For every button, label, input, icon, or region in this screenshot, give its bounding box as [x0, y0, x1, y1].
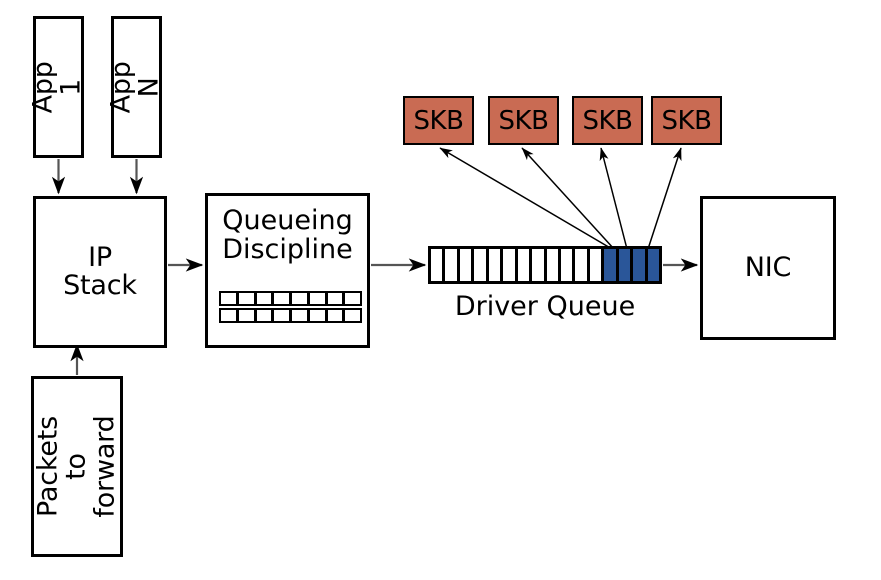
- driver-queue-cell-empty: [517, 249, 533, 281]
- queueing-discipline-cell: [219, 291, 238, 306]
- driver-queue-cell-filled: [633, 249, 648, 281]
- node-app-n[interactable]: App N: [106, 16, 166, 158]
- queueing-discipline-row: [219, 308, 362, 323]
- node-queueing-discipline-label: Queueing Discipline: [222, 205, 353, 266]
- driver-queue-cell-empty: [589, 249, 605, 281]
- driver-queue-cell-empty: [459, 249, 475, 281]
- driver-queue-cell-filled: [604, 249, 619, 281]
- skb-label: SKB: [413, 105, 464, 136]
- driver-queue-cell-empty: [532, 249, 547, 281]
- driver-queue-caption: Driver Queue: [454, 291, 636, 322]
- node-packets-to-forward-label: Packets to forward: [32, 415, 121, 518]
- node-app-1[interactable]: App 1: [28, 16, 88, 158]
- queueing-discipline-row: [219, 291, 362, 306]
- node-ip-stack-label: IP Stack: [63, 241, 137, 301]
- queueing-discipline-cell: [254, 291, 274, 306]
- skb-label: SKB: [582, 105, 633, 136]
- queueing-discipline-cell: [325, 308, 345, 323]
- arrow-queuecell-to-skb-1: [521, 147, 615, 250]
- queueing-discipline-cell: [307, 291, 327, 306]
- skb-label: SKB: [661, 105, 712, 136]
- arrow-queuecell-to-skb-2: [599, 147, 628, 250]
- queueing-discipline-cell: [219, 308, 238, 323]
- driver-queue-cell-empty: [546, 249, 561, 281]
- queueing-discipline-cell: [236, 291, 256, 306]
- skb-label: SKB: [498, 105, 549, 136]
- driver-queue-cell-empty: [474, 249, 489, 281]
- queueing-discipline-cell: [290, 308, 309, 323]
- node-app-1-label: App 1: [28, 60, 88, 114]
- queueing-discipline-cell: [290, 291, 309, 306]
- driver-queue-cell-empty: [431, 249, 446, 281]
- node-nic[interactable]: NIC: [700, 196, 836, 340]
- driver-queue-cell-empty: [503, 249, 518, 281]
- arrow-queuecell-to-skb-3: [647, 147, 682, 250]
- node-nic-label: NIC: [744, 251, 792, 283]
- skb-box[interactable]: SKB: [651, 96, 722, 145]
- queueing-discipline-cell: [307, 308, 327, 323]
- queueing-discipline-cell: [343, 291, 362, 306]
- driver-queue[interactable]: [428, 246, 662, 284]
- node-packets-to-forward[interactable]: Packets to forward: [31, 376, 123, 557]
- skb-box[interactable]: SKB: [572, 96, 643, 145]
- driver-queue-cell-empty: [575, 249, 590, 281]
- queueing-discipline-cell: [236, 308, 256, 323]
- queueing-discipline-cell: [254, 308, 274, 323]
- node-ip-stack[interactable]: IP Stack: [33, 196, 167, 348]
- skb-box[interactable]: SKB: [488, 96, 559, 145]
- driver-queue-cell-empty: [560, 249, 576, 281]
- queueing-discipline-cell: [343, 308, 362, 323]
- driver-queue-cell-empty: [488, 249, 504, 281]
- queueing-discipline-cell: [272, 291, 291, 306]
- driver-queue-cell-filled: [618, 249, 634, 281]
- queueing-discipline-cell: [325, 291, 345, 306]
- driver-queue-cell-empty: [445, 249, 460, 281]
- node-app-n-label: App N: [106, 60, 166, 114]
- arrow-queuecell-to-skb-0: [439, 147, 613, 250]
- queueing-discipline-cell: [272, 308, 291, 323]
- queueing-discipline-grid: [219, 291, 362, 323]
- node-queueing-discipline[interactable]: Queueing Discipline: [205, 193, 370, 348]
- skb-box[interactable]: SKB: [403, 96, 474, 145]
- driver-queue-cell-filled: [647, 249, 659, 281]
